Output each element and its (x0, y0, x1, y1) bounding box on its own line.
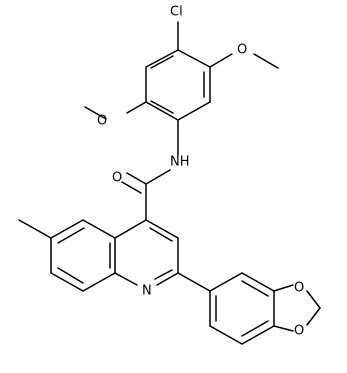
methoxy-right (209, 53, 279, 69)
quinoline-methyl (18, 219, 52, 239)
atom-nh: NH (170, 155, 190, 170)
atom-n-quinoline: N (142, 284, 152, 299)
atom-o-dioxole-bottom: O (294, 324, 304, 339)
quinoline-aryl-bond (177, 272, 211, 292)
chlorodimethoxyphenyl-ring (145, 49, 211, 121)
methoxy-left (84, 101, 147, 120)
quinoline-pyridine-ring (114, 219, 179, 286)
atom-o-carbonyl: O (112, 171, 122, 186)
dioxole-ring (273, 284, 321, 332)
amide-group (121, 169, 171, 221)
atom-cl: Cl (170, 5, 183, 20)
benzodioxole-benzene-ring (209, 272, 275, 345)
atom-o-dioxole-top: O (294, 281, 304, 296)
quinoline-benzo-ring (50, 219, 116, 292)
atom-o-methoxy-right: O (237, 43, 247, 58)
atom-o-methoxy-left: O (97, 114, 107, 129)
